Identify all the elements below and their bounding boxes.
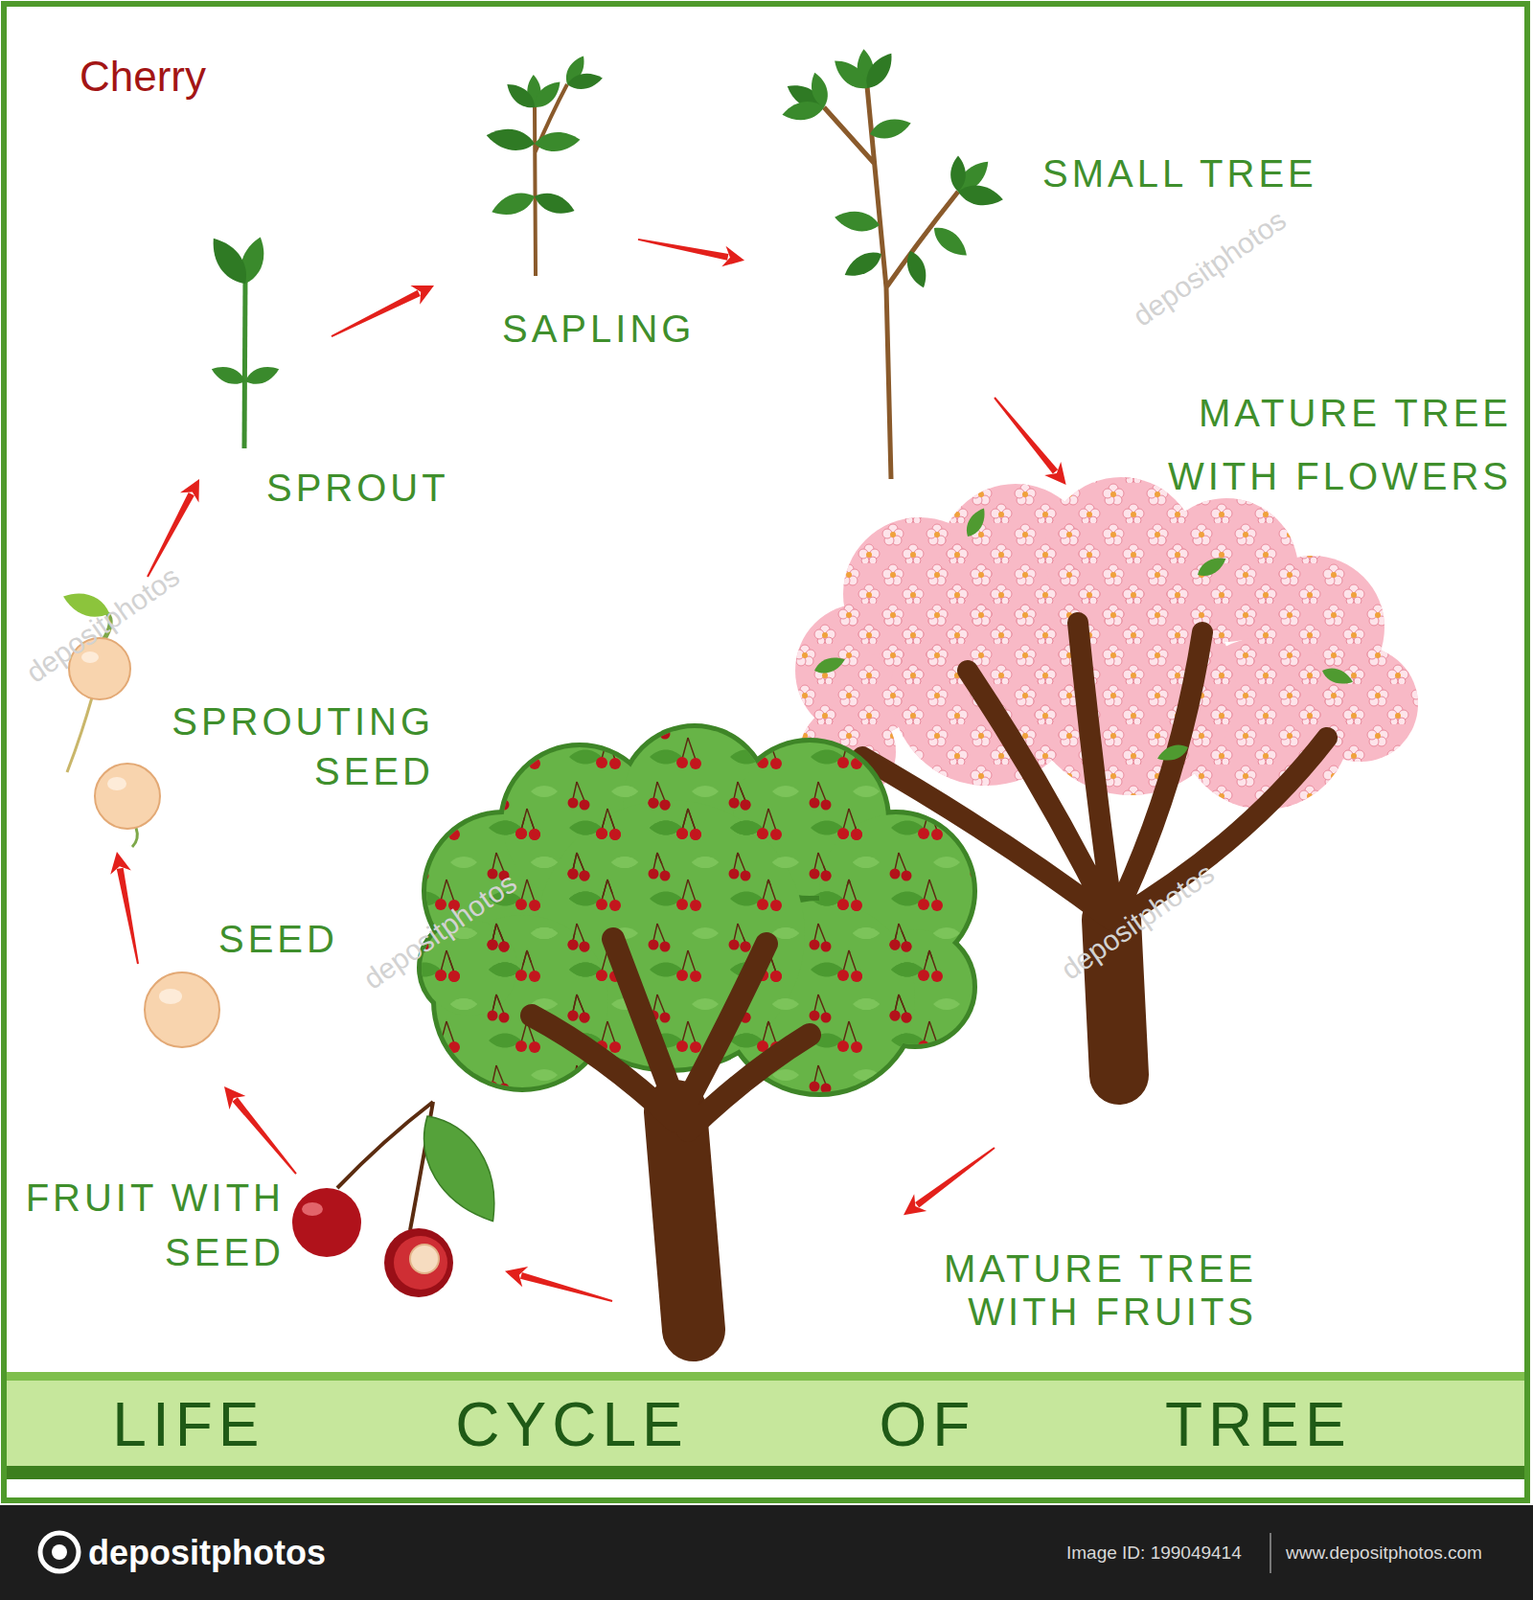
stage-label: SPROUT [266, 463, 450, 512]
stage-label: MATURE TREE WITH FRUITS [873, 1247, 1258, 1334]
stage-label: FRUIT WITH SEED [11, 1170, 285, 1281]
stage-label: SPROUTING SEED [127, 696, 435, 797]
footer-bar [0, 1505, 1533, 1600]
arrow-head [110, 851, 132, 875]
cycle-arrow [224, 1086, 298, 1175]
stage-node: MATURE TREE WITH FRUITS [612, 766, 904, 1302]
arrow-shaft [520, 1272, 613, 1303]
plant-name: Cherry [79, 49, 206, 103]
watermark: depositphotos [1125, 202, 1294, 335]
arrow-head [224, 1086, 246, 1110]
band-title: LIFE CYCLE OF TREE [0, 1391, 1465, 1459]
sprout-picture [204, 231, 282, 449]
arrow-shaft [116, 868, 139, 965]
stage-node: SPROUT [167, 256, 332, 480]
stage-node: SEED [134, 963, 230, 1087]
arrow-head [1044, 461, 1066, 485]
footer-url: www.depositphotos.com [1285, 1541, 1483, 1565]
arrow-head [504, 1266, 528, 1287]
stage-node: MATURE TREE WITH FLOWERS [796, 484, 1424, 1148]
stage-node: SAPLING [434, 47, 639, 286]
footer-image-id: Image ID: 199049414 [1066, 1541, 1242, 1565]
stage-node: SMALL TREE [744, 36, 995, 480]
arrow-shaft [993, 396, 1058, 474]
footer-logo-text: depositphotos [88, 1531, 326, 1575]
cycle-arrow [638, 238, 745, 267]
arrow-head [721, 246, 745, 268]
arrow-head [410, 285, 435, 305]
arrow-shaft [915, 1146, 995, 1208]
seed-picture [144, 972, 220, 1048]
cycle-arrow [110, 851, 139, 964]
stage-node: FRUIT WITH SEED [296, 1101, 505, 1284]
cycle-arrow [146, 479, 200, 577]
arrow-shaft [331, 290, 421, 338]
arrow-head [180, 479, 200, 504]
cherry-fruit-picture [292, 1101, 515, 1298]
stage-label: SEED [218, 915, 339, 963]
stage-label: SAPLING [502, 304, 695, 353]
stage-label: SMALL TREE [1042, 149, 1318, 198]
frame [3, 3, 1528, 1501]
stage-label: MATURE TREE WITH FLOWERS [1099, 381, 1512, 508]
cycle-arrow [993, 396, 1066, 485]
cycle-arrow [903, 1146, 996, 1215]
cycle-arrow [504, 1266, 613, 1303]
fruiting-tree-picture [421, 728, 973, 1330]
sapling-picture [484, 52, 604, 276]
arrow-head [903, 1193, 927, 1215]
cycle-arrow [331, 285, 435, 338]
arrow-shaft [638, 238, 730, 261]
arrow-shaft [231, 1097, 297, 1174]
small-tree-picture [780, 47, 1006, 480]
